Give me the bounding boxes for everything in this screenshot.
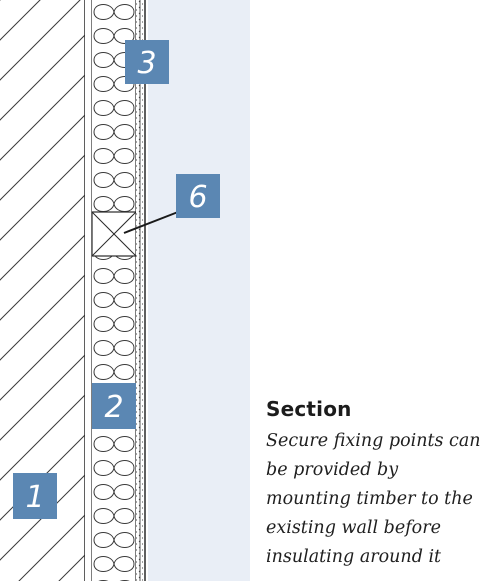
leader-line-6 <box>123 211 179 234</box>
label-2: 2 <box>92 383 136 429</box>
label-1: 1 <box>13 473 57 519</box>
label-1-text: 1 <box>25 480 44 515</box>
label-2-text: 2 <box>104 390 123 425</box>
caption-line: mounting timber to the <box>266 489 473 509</box>
caption: Section Secure fixing points can be prov… <box>266 397 498 572</box>
existing-wall <box>0 0 86 581</box>
insulation-layer <box>92 0 137 581</box>
label-3: 3 <box>125 40 169 84</box>
label-6-text: 6 <box>188 180 207 215</box>
room-space <box>148 0 250 581</box>
timber-batten <box>91 211 137 257</box>
finish-layer <box>136 0 146 581</box>
caption-title: Section <box>266 397 352 421</box>
caption-line: existing wall before <box>266 518 441 538</box>
label-6: 6 <box>176 174 220 218</box>
lining-layer <box>85 0 93 581</box>
caption-line: be provided by <box>266 460 399 480</box>
caption-line: insulating around it <box>266 547 442 567</box>
label-3-text: 3 <box>137 46 156 81</box>
caption-line: Secure fixing points can <box>266 431 481 451</box>
